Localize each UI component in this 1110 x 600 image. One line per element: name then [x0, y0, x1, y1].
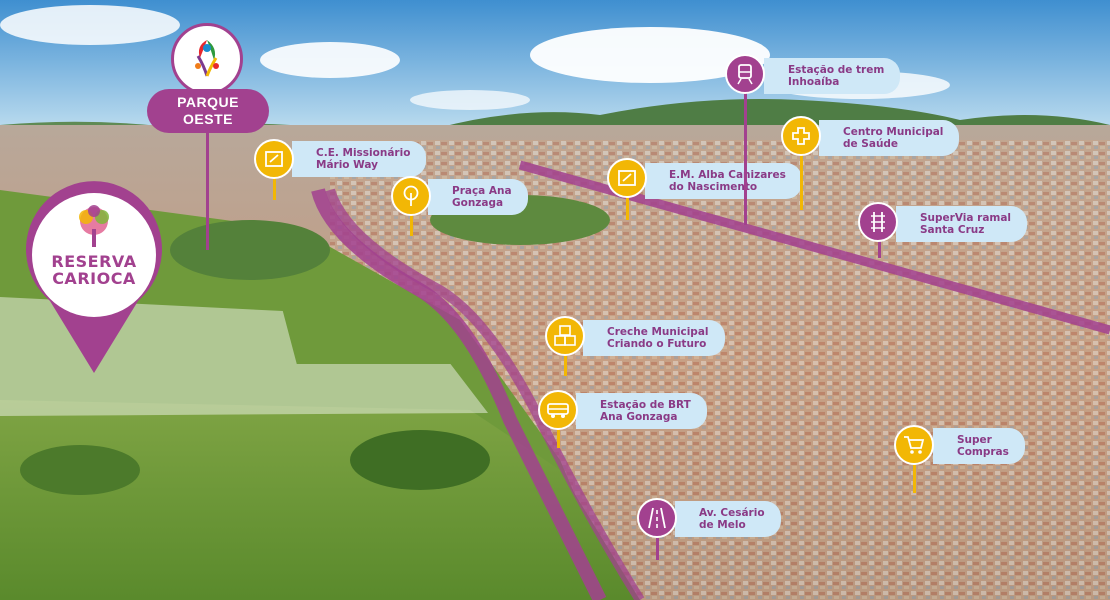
poi-label: Praça Ana Gonzaga	[428, 179, 528, 215]
poi-stem	[878, 240, 881, 258]
poi-label-line1: Av. Cesário	[699, 507, 765, 519]
poi-label-line1: Creche Municipal	[607, 326, 709, 338]
poi-label: E.M. Alba Canizares do Nascimento	[645, 163, 802, 199]
shopping-cart-icon	[894, 425, 934, 465]
poi-stem	[744, 93, 747, 225]
train-icon	[725, 54, 765, 94]
parque-oeste-label: PARQUE OESTE	[147, 89, 269, 133]
poi-label-line1: C.E. Missionário	[316, 147, 411, 159]
poi-stem	[273, 178, 276, 200]
poi-label-line1: E.M. Alba Canizares	[669, 169, 786, 181]
book-icon	[607, 158, 647, 198]
tree-icon	[391, 176, 431, 216]
poi-label-line2: Inhoaíba	[788, 76, 840, 88]
health-cross-icon	[781, 116, 821, 156]
poi-label: Estação de BRT Ana Gonzaga	[576, 393, 707, 429]
poi-stem	[557, 430, 560, 448]
rail-track-icon	[858, 202, 898, 242]
poi-stem	[564, 356, 567, 376]
poi-label-line2: Santa Cruz	[920, 224, 985, 236]
poi-label-line2: de Melo	[699, 519, 746, 531]
map-pin-shape	[25, 181, 162, 373]
poi-label-line1: SuperVia ramal	[920, 212, 1012, 224]
poi-label-line2: Gonzaga	[452, 197, 504, 209]
toy-blocks-icon	[545, 316, 585, 356]
poi-label: Av. Cesário de Melo	[675, 501, 781, 537]
poi-label-line2: Criando o Futuro	[607, 338, 707, 350]
poi-label: Estação de trem Inhoaíba	[764, 58, 901, 94]
poi-stem	[410, 214, 413, 236]
poi-label-line2: Mário Way	[316, 159, 378, 171]
parque-oeste-stem	[206, 133, 209, 250]
poi-stem	[656, 538, 659, 560]
poi-label-line1: Super	[957, 434, 992, 446]
poi-label: Creche Municipal Criando o Futuro	[583, 320, 725, 356]
poi-label: SuperVia ramal Santa Cruz	[896, 206, 1028, 242]
poi-stem	[800, 155, 803, 210]
poi-label-line2: de Saúde	[843, 138, 899, 150]
poi-label-line1: Centro Municipal	[843, 126, 944, 138]
poi-label-line1: Estação de BRT	[600, 399, 691, 411]
poi-stem	[626, 196, 629, 220]
poi-label-line2: do Nascimento	[669, 181, 758, 193]
parque-oeste-line2: OESTE	[183, 111, 233, 127]
poi-label: Centro Municipal de Saúde	[819, 120, 960, 156]
parque-oeste-logo	[171, 23, 243, 95]
tree-logo-icon	[79, 205, 109, 247]
poi-label: Super Compras	[933, 428, 1025, 464]
poi-label-line2: Compras	[957, 446, 1009, 458]
road-icon	[637, 498, 677, 538]
bus-icon	[538, 390, 578, 430]
poi-label-line2: Ana Gonzaga	[600, 411, 678, 423]
poi-label: C.E. Missionário Mário Way	[292, 141, 427, 177]
reserva-carioca-logo-text: RESERVA CARIOCA	[51, 252, 137, 288]
poi-stem	[913, 465, 916, 493]
book-icon	[254, 139, 294, 179]
poi-label-line1: Praça Ana	[452, 185, 512, 197]
parque-oeste-line1: PARQUE	[177, 94, 239, 110]
poi-label-line1: Estação de trem	[788, 64, 885, 76]
flower-tree-logo-icon	[195, 40, 219, 77]
